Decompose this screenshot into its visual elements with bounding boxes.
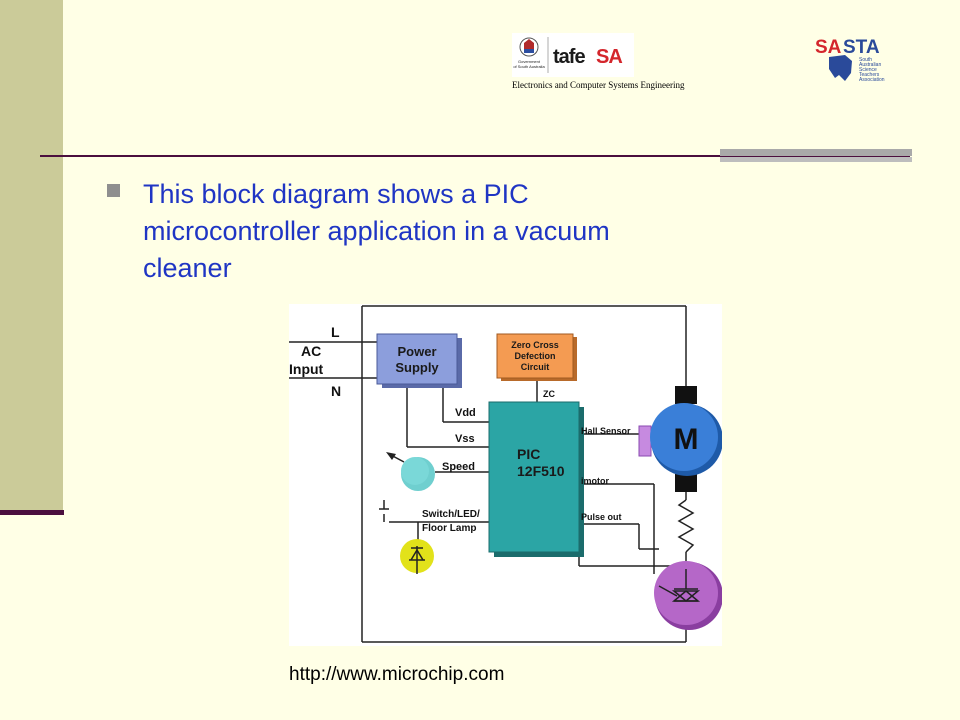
bullet-text: This block diagram shows a PIC microcont… bbox=[143, 179, 610, 283]
speed-label: Speed bbox=[442, 461, 475, 473]
pic-label-1: PIC bbox=[517, 446, 540, 462]
pic-label-2: 12F510 bbox=[517, 463, 565, 479]
bullet-marker bbox=[107, 184, 120, 197]
hall-sensor-label: Hall Sensor bbox=[581, 426, 631, 436]
sasta-right: STA bbox=[843, 37, 880, 58]
gov-line1: Government bbox=[518, 59, 541, 64]
sasta-text3: Science bbox=[859, 67, 877, 73]
source-url[interactable]: http://www.microchip.com bbox=[289, 664, 505, 685]
ac-label: AC bbox=[301, 343, 321, 359]
zero-cross-label-3: Circuit bbox=[521, 362, 550, 372]
sasta-text5: Association bbox=[859, 77, 885, 83]
input-label: Input bbox=[289, 361, 324, 377]
switch-label-1: Switch/LED/ bbox=[422, 509, 480, 520]
power-supply-label-2: Supply bbox=[395, 360, 439, 375]
title-rule-accent bbox=[720, 149, 912, 156]
switch-label-2: Floor Lamp bbox=[422, 523, 476, 534]
tafesa-logo: Government of South Australia tafe SA bbox=[512, 33, 634, 77]
sasta-text2: Australian bbox=[859, 62, 881, 68]
zero-cross-label-1: Zero Cross bbox=[511, 340, 559, 350]
zc-label: ZC bbox=[543, 389, 555, 399]
sasta-text4: Teachers bbox=[859, 72, 880, 78]
zero-cross-label-2: Defection bbox=[514, 351, 555, 361]
wires bbox=[289, 305, 695, 643]
header-caption: Electronics and Computer Systems Enginee… bbox=[512, 80, 685, 90]
sasta-text1: South bbox=[859, 57, 872, 63]
imotor-label: imotor bbox=[581, 476, 609, 486]
title-rule bbox=[40, 155, 910, 157]
logo-main: tafe bbox=[553, 46, 585, 68]
vss-label: Vss bbox=[455, 433, 475, 445]
pulse-out-label: Pulse out bbox=[581, 512, 622, 522]
sasta-left: SA bbox=[815, 37, 842, 58]
ac-n-label: N bbox=[331, 383, 341, 399]
ac-l-label: L bbox=[331, 324, 340, 340]
vdd-label: Vdd bbox=[455, 407, 476, 419]
motor-label: M bbox=[674, 423, 699, 456]
title-rule-accent-lower bbox=[720, 157, 912, 162]
side-bar bbox=[0, 0, 63, 512]
sasta-logo: SA STA South Australian Science Teachers… bbox=[815, 37, 885, 83]
side-bar-edge bbox=[0, 510, 64, 515]
block-diagram: Power Supply Zero Cross Defection Circui… bbox=[289, 304, 722, 646]
power-supply-label-1: Power bbox=[397, 344, 436, 359]
gov-line2: of South Australia bbox=[513, 64, 545, 69]
logo-accent: SA bbox=[596, 46, 622, 68]
